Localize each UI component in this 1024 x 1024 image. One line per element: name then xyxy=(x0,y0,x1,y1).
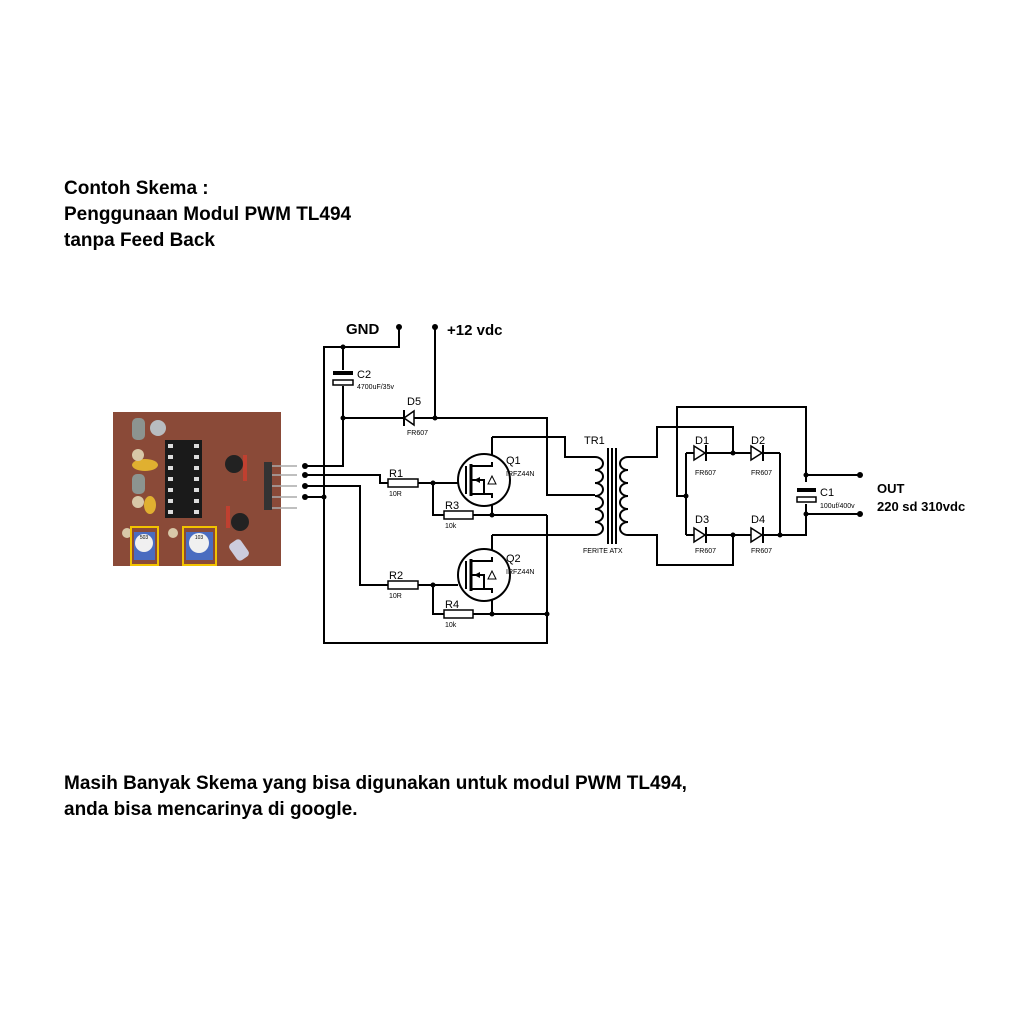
resistor-r2: R2 10R xyxy=(387,570,419,600)
output-range: 220 sd 310vdc xyxy=(877,499,965,514)
d3-ref: D3 xyxy=(695,514,709,526)
capacitor-c1: C1 100uf/400v xyxy=(796,487,855,510)
vcc-label: +12 vdc xyxy=(447,322,502,339)
r4-value: 10k xyxy=(445,622,457,629)
c1-ref: C1 xyxy=(820,487,834,499)
wires xyxy=(305,327,860,644)
tr1-value: FERITE ATX xyxy=(583,548,623,555)
bridge-diodes xyxy=(693,444,764,544)
q2-ref: Q2 xyxy=(506,553,521,565)
d3-value: FR607 xyxy=(695,548,716,555)
c2-value: 4700uF/35v xyxy=(357,384,394,391)
transformer-tr1: TR1 FERITE ATX xyxy=(583,435,623,555)
d4-ref: D4 xyxy=(751,514,765,526)
tr1-ref: TR1 xyxy=(584,435,605,447)
capacitor-c2: C2 4700uF/35v xyxy=(332,369,394,391)
d1-ref: D1 xyxy=(695,435,709,447)
junction-dots xyxy=(302,324,863,617)
q1-ref: Q1 xyxy=(506,455,521,467)
d2-ref: D2 xyxy=(751,435,765,447)
bridge-labels: D1 FR607 D2 FR607 D3 FR607 D4 FR607 xyxy=(695,435,772,555)
r3-ref: R3 xyxy=(445,500,459,512)
output-label: OUT xyxy=(877,481,905,496)
r4-ref: R4 xyxy=(445,599,459,611)
r2-ref: R2 xyxy=(389,570,403,582)
footer-note: Masih Banyak Skema yang bisa digunakan u… xyxy=(64,771,687,823)
title-line-3: tanpa Feed Back xyxy=(64,230,215,251)
footer-line-2: anda bisa mencarinya di google. xyxy=(64,799,358,820)
title-line-1: Contoh Skema : xyxy=(64,178,209,199)
footer-line-1: Masih Banyak Skema yang bisa digunakan u… xyxy=(64,773,687,794)
d5-value: FR607 xyxy=(407,430,428,437)
gnd-label: GND xyxy=(346,321,380,338)
q2-value: IRFZ44N xyxy=(506,569,534,576)
diode-d5: D5 FR607 xyxy=(402,396,428,437)
resistor-r4: R4 10k xyxy=(443,599,474,629)
d4-value: FR607 xyxy=(751,548,772,555)
d2-value: FR607 xyxy=(751,470,772,477)
resistor-r3: R3 10k xyxy=(443,500,474,530)
d1-value: FR607 xyxy=(695,470,716,477)
page-title: Contoh Skema : Penggunaan Modul PWM TL49… xyxy=(64,176,351,254)
pot-label-1: 503 xyxy=(140,535,149,541)
c1-value: 100uf/400v xyxy=(820,503,855,510)
title-line-2: Penggunaan Modul PWM TL494 xyxy=(64,204,352,225)
r1-value: 10R xyxy=(389,491,402,498)
r2-value: 10R xyxy=(389,593,402,600)
q1-value: IRFZ44N xyxy=(506,471,534,478)
d5-ref: D5 xyxy=(407,396,421,408)
pot-label-2: 103 xyxy=(195,535,204,541)
r3-value: 10k xyxy=(445,523,457,530)
resistor-r1: R1 10R xyxy=(387,468,419,498)
pwm-module-photo: 503 103 xyxy=(113,412,297,566)
c2-ref: C2 xyxy=(357,369,371,381)
r1-ref: R1 xyxy=(389,468,403,480)
mosfet-q1: Q1 IRFZ44N xyxy=(457,453,534,507)
mosfet-q2: Q2 IRFZ44N xyxy=(457,548,534,602)
